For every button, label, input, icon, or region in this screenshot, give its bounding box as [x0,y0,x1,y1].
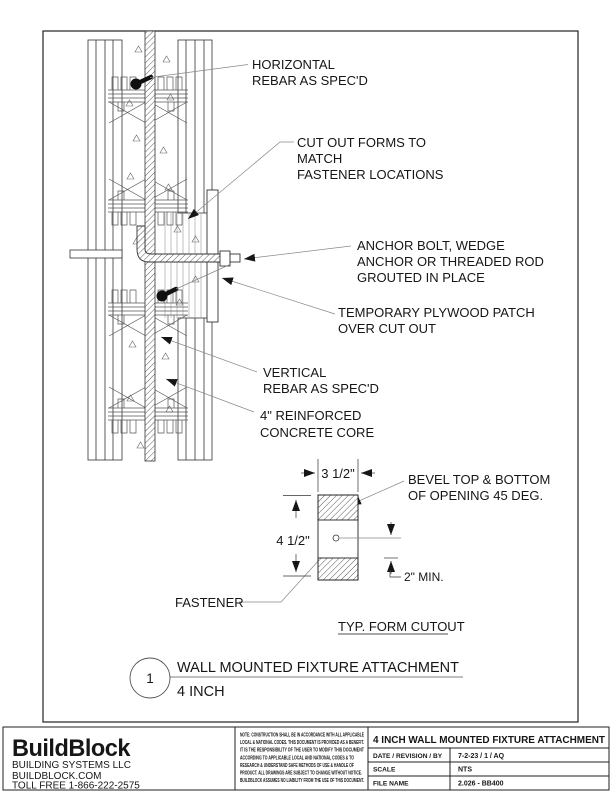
field-label-date-revision: DATE / REVISION / BY [373,753,443,760]
anchor-bolt-washer [219,250,231,267]
dim-min-embed [340,522,401,578]
label-anchor-bolt: GROUTED IN PLACE [357,270,485,285]
field-label-file-name: FILE NAME [373,781,409,788]
form-alignment-plate [69,249,123,259]
anchor-bolt [136,225,241,267]
label-vertical-rebar: REBAR AS SPEC'D [263,381,379,396]
field-value-file-name: 2.026 - BB400 [458,781,504,788]
company-block: BuildBlock BUILDING SYSTEMS LLC BUILDBLO… [12,735,140,792]
fastener-symbol [332,534,340,542]
dim-height [283,495,311,577]
label-cut-out-forms: FASTENER LOCATIONS [297,167,444,182]
anchor-bolt-nut [229,253,241,263]
label-anchor-bolt: ANCHOR BOLT, WEDGE [357,238,505,253]
label-fastener: FASTENER [175,595,244,610]
detail-callout: 1 WALL MOUNTED FIXTURE ATTACHMENT 4 INCH [129,657,463,700]
label-anchor-bolt: ANCHOR OR THREADED ROD [357,254,544,269]
leader-lines [149,64,405,603]
label-vertical-rebar: VERTICAL [263,365,326,380]
note-line: IT IS THE RESPONSIBILITY OF THE USER TO … [240,748,364,754]
label-concrete-core: CONCRETE CORE [260,425,374,440]
note-line: LOCAL & NATIONAL CODES. THIS DOCUMENT IS… [240,740,364,746]
callout-title: WALL MOUNTED FIXTURE ATTACHMENT [177,660,459,676]
dim-height-text: 4 1/2" [276,533,310,548]
label-plywood-patch: OVER CUT OUT [338,321,436,336]
label-plywood-patch: TEMPORARY PLYWOOD PATCH [338,305,535,320]
dim-width-text: 3 1/2" [321,466,355,481]
company-logo: BuildBlock [12,735,131,762]
form-cutout-detail: 3 1/2" 4 1/2" 2" MIN. BEVEL TOP & BOTTOM… [175,459,550,635]
callout-subtitle: 4 INCH [177,684,225,700]
field-label-scale: SCALE [373,767,396,774]
label-cut-out-forms: CUT OUT FORMS TO [297,135,426,150]
annotations: HORIZONTAL REBAR AS SPEC'D CUT OUT FORMS… [252,57,544,440]
note-line: ACCORDING TO APPLICABLE LOCAL AND NATION… [240,755,354,761]
note-block: NOTE: CONSTRUCTION SHALL BE IN ACCORDANC… [240,733,364,785]
note-line: PRODUCT. ALL DRAWINGS ARE SUBJECT TO CHA… [240,771,362,777]
field-value-scale: NTS [458,767,472,774]
dim-min-embed-text: 2" MIN. [404,570,444,584]
title-block: BuildBlock BUILDING SYSTEMS LLC BUILDBLO… [2,726,610,792]
label-cut-out-forms: MATCH [297,151,342,166]
callout-bubble [129,657,171,699]
field-value-date-revision: 7-2-23 / 1 / AQ [458,753,505,760]
label-bevel: BEVEL TOP & BOTTOM [408,472,550,487]
company-name: BUILDING SYSTEMS LLC [12,760,131,771]
bevel-hatch-top [317,494,359,521]
callout-number: 1 [146,671,154,686]
grouted-cutout-hatch [164,213,208,318]
label-horizontal-rebar: HORIZONTAL [252,57,335,72]
title-block-grid [2,726,610,791]
note-line: NOTE: CONSTRUCTION SHALL BE IN ACCORDANC… [240,733,364,739]
label-bevel: OF OPENING 45 DEG. [408,488,543,503]
note-line: RESEARCH & UNDERSTAND SAFE METHODS OF US… [240,763,354,769]
company-phone: TOLL FREE 1-866-222-2575 [12,781,140,792]
horizontal-rebar-dots [130,74,179,302]
label-concrete-core: 4" REINFORCED [260,408,361,423]
vertical-rebar-bar [144,30,156,462]
note-line: BUILDBLOCK ASSUMES NO LIABILITY FROM THE… [240,778,364,784]
detail-caption: TYP. FORM CUTOUT [338,619,465,634]
drawing-border [42,30,579,723]
sheet-title: 4 INCH WALL MOUNTED FIXTURE ATTACHMENT [373,735,605,746]
bevel-hatch-bottom [317,557,359,581]
company-website: BUILDBLOCK.COM [12,771,101,782]
sheet-info-block: 4 INCH WALL MOUNTED FIXTURE ATTACHMENT D… [373,735,605,788]
label-horizontal-rebar: REBAR AS SPEC'D [252,73,368,88]
wall-section [69,30,241,462]
dim-width [301,459,375,492]
